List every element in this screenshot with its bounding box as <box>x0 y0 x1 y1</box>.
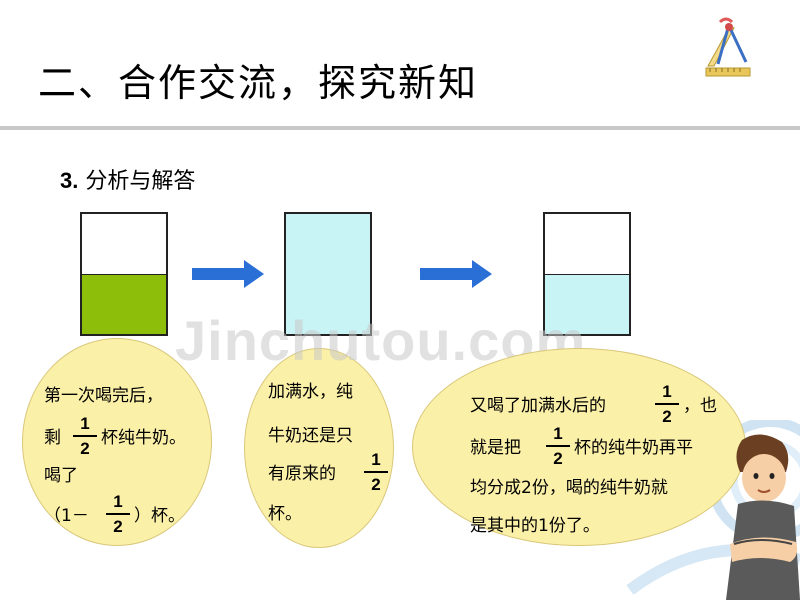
fraction-numerator: 1 <box>662 382 672 401</box>
fraction-one-half: 1 2 <box>546 424 570 469</box>
explanation-bubble-2 <box>244 348 394 548</box>
bubble1-line4-suffix: ）杯。 <box>134 506 185 526</box>
fraction-numerator: 1 <box>113 492 123 511</box>
title-underline <box>0 126 800 130</box>
section-title: 分析与解答 <box>85 169 196 194</box>
fraction-one-half: 1 2 <box>655 382 679 427</box>
cup-water-half <box>543 212 631 336</box>
bubble1-line4-prefix: （1－ <box>44 506 89 526</box>
fraction-bar <box>546 445 570 447</box>
fraction-numerator: 1 <box>80 414 90 433</box>
cup-fill <box>82 274 166 334</box>
fraction-denominator: 2 <box>80 439 90 458</box>
bubble3-line1-suffix: ，也 <box>683 396 717 416</box>
fraction-bar <box>106 513 130 515</box>
boy-illustration <box>726 434 800 600</box>
page-title: 二、合作交流，探究新知 <box>38 61 479 105</box>
section-number: 3. <box>60 168 79 193</box>
bubble1-line3: 喝了 <box>44 466 78 486</box>
cup-divider <box>82 274 166 275</box>
cup-divider <box>545 274 629 275</box>
fraction-bar <box>655 403 679 405</box>
fraction-one-half: 1 2 <box>106 492 130 537</box>
fraction-denominator: 2 <box>371 475 381 494</box>
section-heading: 3. 分析与解答 <box>60 163 195 195</box>
bubble3-line2-suffix: 杯的纯牛奶再平 <box>574 438 693 458</box>
bubble2-line3-prefix: 有原来的 <box>268 464 336 484</box>
explanation-bubble-3 <box>412 348 746 546</box>
explanation-bubble-1 <box>22 338 212 546</box>
fraction-one-half: 1 2 <box>73 414 97 459</box>
arrow-right-icon <box>192 260 264 288</box>
header: 二、合作交流，探究新知 <box>0 0 800 130</box>
cup-fill <box>545 274 629 334</box>
bubble1-line2-suffix: 杯纯牛奶。 <box>101 428 186 448</box>
cup-milk-half <box>80 212 168 336</box>
bubble2-line2: 牛奶还是只 <box>268 426 353 446</box>
fraction-numerator: 1 <box>553 424 563 443</box>
fraction-denominator: 2 <box>662 407 672 426</box>
bubble3-line3: 均分成2份，喝的纯牛奶就 <box>470 478 668 498</box>
fraction-bar <box>73 435 97 437</box>
bubble3-line4: 是其中的1份了。 <box>470 516 600 536</box>
bubble3-line2-prefix: 就是把 <box>470 438 521 458</box>
bubble2-line4: 杯。 <box>268 504 302 524</box>
fraction-bar <box>364 471 388 473</box>
compass-ruler-logo-icon <box>705 17 751 77</box>
cup-full-water <box>284 212 372 336</box>
bubble2-line1: 加满水，纯 <box>268 382 353 402</box>
fraction-numerator: 1 <box>371 450 381 469</box>
bubble1-line2-prefix: 剩 <box>44 428 61 448</box>
bubble1-line1: 第一次喝完后， <box>44 386 163 406</box>
arrow-right-icon <box>420 260 492 288</box>
fraction-denominator: 2 <box>113 517 123 536</box>
fraction-one-half: 1 2 <box>364 450 388 495</box>
fraction-denominator: 2 <box>553 449 563 468</box>
bubble3-line1-prefix: 又喝了加满水后的 <box>470 396 606 416</box>
